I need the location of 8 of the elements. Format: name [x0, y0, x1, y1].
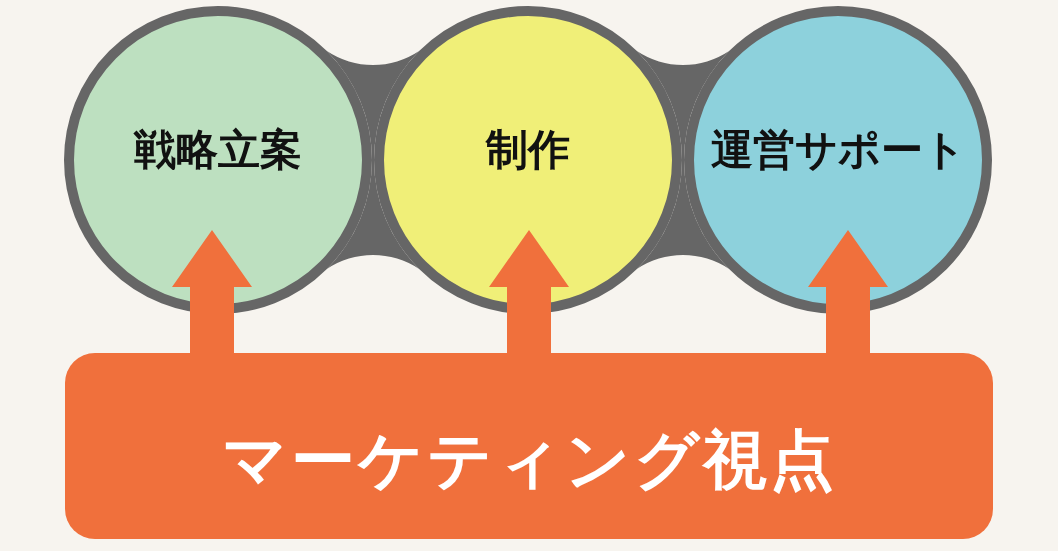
circle-label: 戦略立案: [134, 126, 302, 174]
block-arrow: [489, 230, 569, 353]
block-arrow: [172, 230, 252, 353]
banner-label: マーケティング視点: [221, 424, 837, 496]
banner-box: [65, 353, 993, 539]
circle-label: 運営サポート: [710, 126, 966, 174]
block-arrow: [808, 230, 888, 353]
circle-label: 制作: [486, 126, 570, 174]
